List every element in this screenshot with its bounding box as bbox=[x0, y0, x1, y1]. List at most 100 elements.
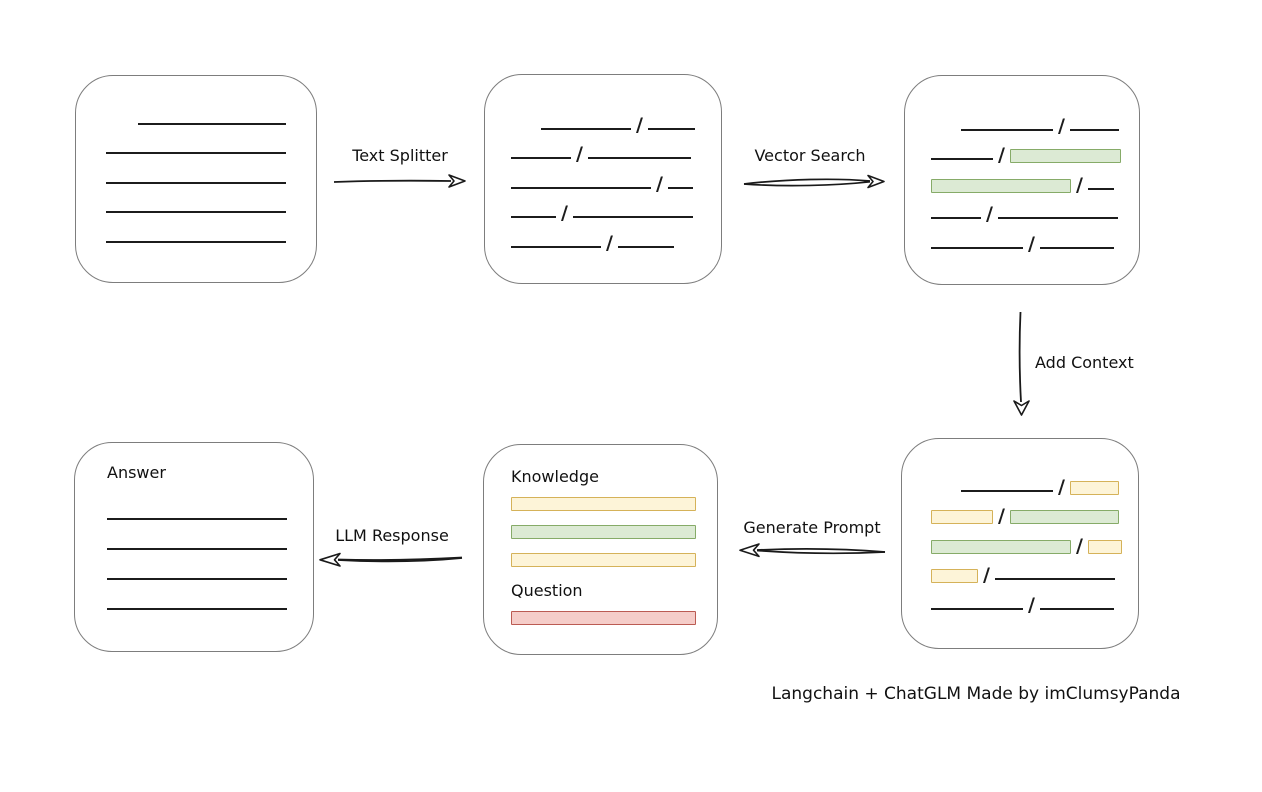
caption: Langchain + ChatGLM Made by imClumsyPand… bbox=[771, 684, 1181, 704]
green-highlight-chip bbox=[931, 178, 1071, 193]
text-line bbox=[106, 211, 286, 213]
yellow-highlight-chip bbox=[931, 510, 993, 524]
text-splitter-arrow bbox=[333, 174, 466, 188]
text-line bbox=[107, 548, 287, 550]
green-highlight-chip bbox=[1009, 510, 1119, 524]
text-row bbox=[106, 130, 316, 160]
box-heading: Knowledge bbox=[511, 467, 599, 486]
arrow-head bbox=[448, 174, 466, 188]
text-line bbox=[1039, 607, 1114, 610]
text-line bbox=[997, 217, 1118, 219]
text-line bbox=[587, 157, 691, 159]
text-line bbox=[667, 186, 693, 189]
text-line bbox=[931, 246, 1023, 249]
text-line bbox=[1087, 187, 1114, 190]
arrow-shaft bbox=[756, 548, 886, 553]
text-row: / bbox=[931, 497, 1138, 526]
text-row: / bbox=[931, 165, 1139, 195]
slash-separator: / bbox=[576, 143, 583, 165]
arrow-shaft bbox=[743, 180, 871, 187]
yellow-highlight-chip bbox=[1087, 539, 1122, 554]
text-row bbox=[106, 159, 316, 189]
vector-search-label: Vector Search bbox=[754, 146, 866, 165]
text-line bbox=[138, 122, 286, 125]
slash-separator: / bbox=[998, 144, 1005, 166]
yellow-highlight-chip bbox=[1069, 480, 1119, 495]
text-row bbox=[107, 585, 313, 615]
text-row: / bbox=[931, 224, 1139, 254]
text-line bbox=[107, 578, 287, 580]
arrow-shaft bbox=[743, 178, 871, 185]
text-line bbox=[106, 181, 286, 184]
text-line bbox=[511, 216, 556, 218]
green-highlight-chip bbox=[1009, 149, 1121, 163]
text-line bbox=[572, 216, 693, 218]
arrow-shaft bbox=[1018, 311, 1022, 403]
answer-box: Answer bbox=[74, 442, 314, 652]
green-highlight-bar bbox=[511, 525, 696, 539]
yellow-highlight-bar bbox=[511, 497, 696, 511]
text-row: / bbox=[931, 136, 1139, 166]
text-line bbox=[961, 489, 1053, 492]
text-line bbox=[1039, 246, 1114, 249]
text-line bbox=[511, 186, 651, 189]
slash-separator: / bbox=[1076, 173, 1083, 196]
llm-response-arrow bbox=[319, 552, 463, 567]
slash-separator: / bbox=[656, 172, 663, 195]
box-heading: Question bbox=[511, 581, 583, 600]
arrow-shaft bbox=[333, 179, 452, 183]
text-row: / bbox=[931, 526, 1138, 556]
text-line bbox=[931, 158, 993, 160]
context-chunks-box: ///// bbox=[901, 438, 1139, 649]
green-highlight-chip bbox=[931, 539, 1071, 554]
generate-prompt-label: Generate Prompt bbox=[743, 518, 881, 537]
text-row: / bbox=[511, 223, 721, 253]
text-row: / bbox=[511, 105, 721, 135]
text-row bbox=[106, 218, 316, 248]
text-row: / bbox=[931, 106, 1139, 136]
slash-separator: / bbox=[1028, 593, 1035, 616]
slash-separator: / bbox=[561, 202, 568, 224]
slash-separator: / bbox=[986, 203, 993, 225]
arrow-head bbox=[739, 543, 760, 558]
text-row bbox=[107, 495, 313, 525]
slash-separator: / bbox=[1058, 475, 1065, 498]
slash-separator: / bbox=[1076, 534, 1083, 557]
text-row bbox=[107, 555, 313, 585]
arrow-head bbox=[319, 552, 341, 567]
slash-separator: / bbox=[636, 113, 643, 136]
slash-separator: / bbox=[606, 231, 613, 254]
text-line bbox=[994, 578, 1115, 580]
text-line bbox=[511, 157, 571, 159]
arrow-head bbox=[1013, 400, 1030, 416]
text-line bbox=[541, 127, 631, 130]
text-line bbox=[106, 240, 286, 243]
text-row: / bbox=[931, 467, 1138, 497]
text-row: / bbox=[511, 194, 721, 224]
text-row: / bbox=[931, 585, 1138, 615]
source-document-box bbox=[75, 75, 317, 283]
text-line bbox=[511, 245, 601, 248]
text-splitter-label: Text Splitter bbox=[352, 146, 448, 165]
arrow-shaft bbox=[756, 549, 886, 555]
vector-search-arrow bbox=[743, 174, 885, 189]
slash-separator: / bbox=[983, 564, 990, 586]
arrow-shaft bbox=[337, 557, 463, 563]
slash-separator: / bbox=[1028, 232, 1035, 255]
vector-matched-chunks-box: / / / / / bbox=[904, 75, 1140, 285]
text-line bbox=[931, 607, 1023, 610]
text-line bbox=[106, 152, 286, 154]
text-row: / bbox=[511, 135, 721, 165]
text-row bbox=[107, 525, 313, 555]
text-row: / bbox=[931, 195, 1139, 225]
yellow-highlight-chip bbox=[931, 569, 978, 583]
text-line bbox=[107, 518, 287, 520]
text-line bbox=[961, 128, 1053, 131]
generate-prompt-arrow bbox=[739, 543, 886, 558]
text-line bbox=[931, 217, 981, 219]
text-row: / bbox=[931, 556, 1138, 586]
text-line bbox=[617, 245, 674, 248]
llm-response-label: LLM Response bbox=[335, 526, 449, 545]
text-line bbox=[1069, 128, 1119, 131]
